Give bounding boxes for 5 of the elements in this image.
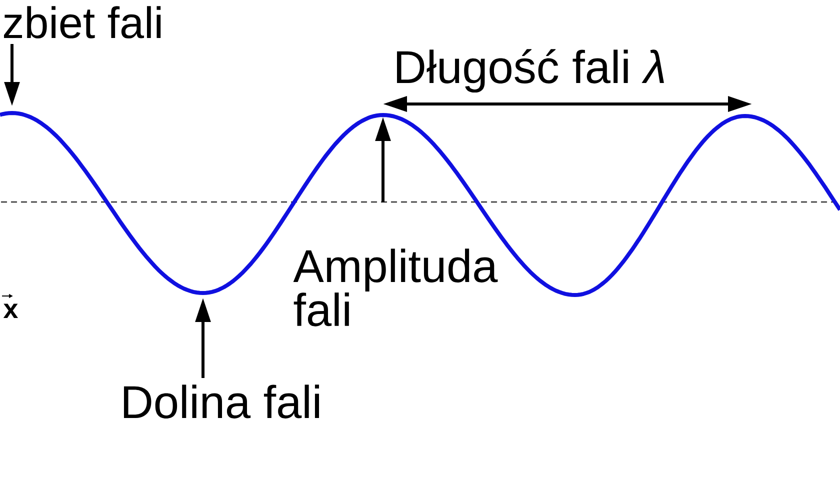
amplitude-label: Amplituda fali bbox=[293, 248, 498, 326]
trough-label: Dolina fali bbox=[124, 384, 319, 418]
crest-label: zbiet fali bbox=[4, 6, 161, 38]
wavelength-label: Długość fali λ bbox=[396, 49, 664, 93]
axis-label: x bbox=[3, 304, 18, 318]
